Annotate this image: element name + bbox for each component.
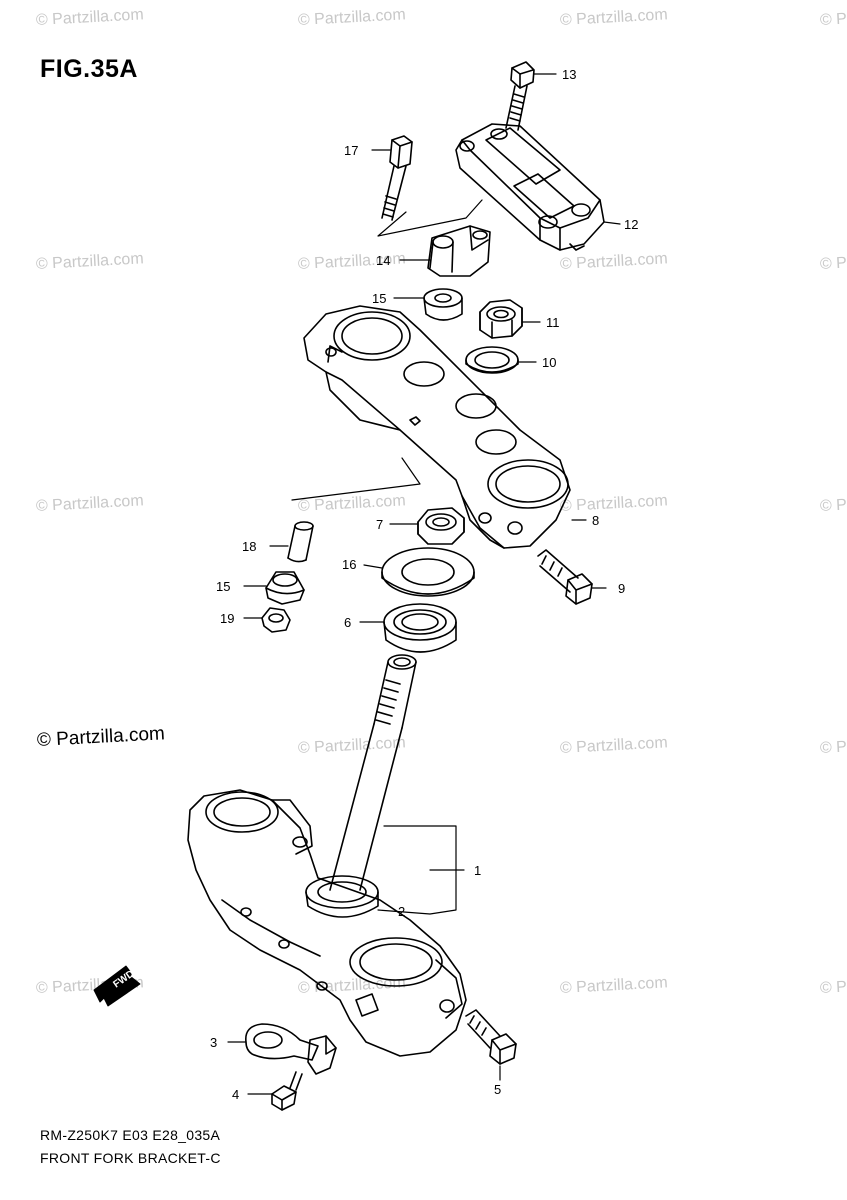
callout-7: 7 [376, 517, 383, 532]
footer-code: RM-Z250K7 E03 E28_035A [40, 1127, 221, 1143]
part-6-bearing [383, 603, 457, 653]
part-15-cushion [423, 288, 463, 321]
callout-15: 15 [372, 291, 386, 306]
callout-16: 16 [342, 557, 356, 572]
callout-17: 17 [344, 143, 358, 158]
part-17-bolt [381, 135, 413, 221]
callout-labels: 13 17 12 14 15 11 10 8 7 18 16 15 9 19 6… [210, 67, 638, 1102]
callout-15b: 15 [216, 579, 230, 594]
callout-4: 4 [232, 1087, 239, 1102]
part-11-stem-nut [479, 299, 523, 339]
callout-2: 2 [398, 904, 405, 919]
callout-1: 1 [474, 863, 481, 878]
callout-5: 5 [494, 1082, 501, 1097]
callout-6: 6 [344, 615, 351, 630]
part-12-handlebar-clamp [455, 123, 605, 251]
part-10-washer [465, 346, 519, 374]
leader-lines [227, 73, 621, 1095]
part-3-hose-guide [245, 1023, 337, 1075]
part-19-grommet [261, 607, 291, 633]
part-14-handlebar-holder [427, 225, 491, 277]
part-1-steering-stem [187, 654, 467, 1057]
callout-11: 11 [546, 315, 560, 330]
part-7-lock-nut [417, 507, 465, 545]
callout-3: 3 [210, 1035, 217, 1050]
callout-19: 19 [220, 611, 234, 626]
part-2-bearing [305, 875, 379, 918]
footer-name: FRONT FORK BRACKET-C [40, 1150, 221, 1166]
callout-8: 8 [592, 513, 599, 528]
callout-10: 10 [542, 355, 556, 370]
part-15-cushion-lower [265, 571, 305, 605]
figure-title: FIG.35A [40, 55, 138, 83]
callout-9: 9 [618, 581, 625, 596]
callout-13: 13 [562, 67, 576, 82]
fwd-arrow-icon: FWD [93, 965, 141, 1007]
part-8-upper-bracket [303, 305, 571, 549]
part-16-washer [381, 547, 475, 597]
callout-14: 14 [376, 253, 390, 268]
part-13-bolt [505, 61, 535, 131]
part-18-collar [287, 521, 314, 563]
callout-18: 18 [242, 539, 256, 554]
part-4-screw [271, 1071, 303, 1111]
callout-12: 12 [624, 217, 638, 232]
part-9-bolt [537, 549, 593, 605]
part-5-bolt [465, 1009, 517, 1065]
